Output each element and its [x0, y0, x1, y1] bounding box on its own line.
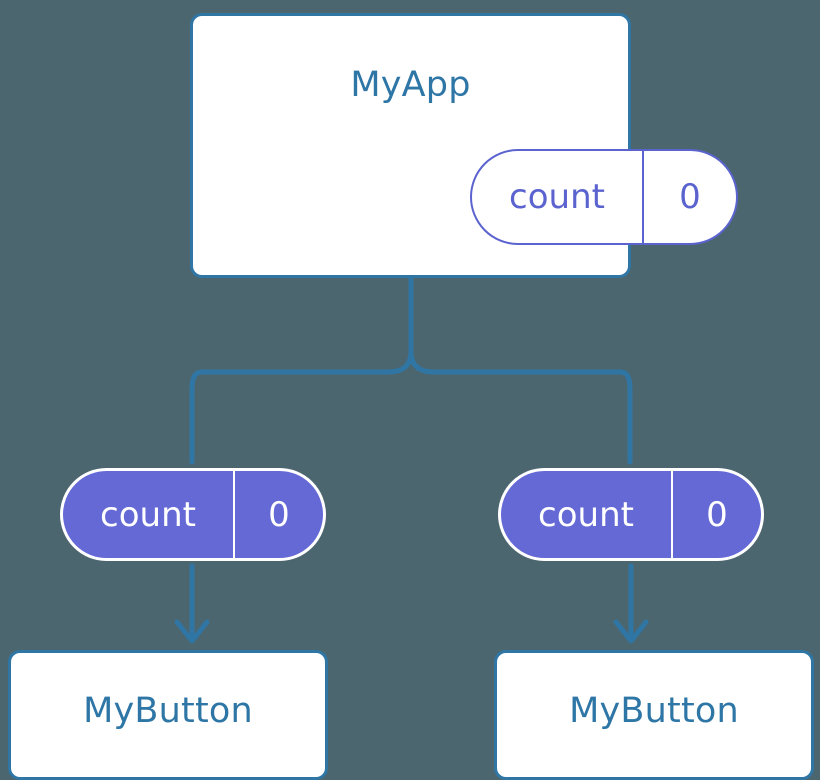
component-node-mybutton-left[interactable]: MyButton	[8, 650, 328, 780]
state-pill-branch-left-key: count	[63, 471, 235, 558]
connector-arrow-left-head	[174, 619, 210, 644]
state-pill-branch-left-value: 0	[268, 494, 290, 535]
component-title-myapp: MyApp	[350, 65, 471, 105]
connector-branch-left	[189, 348, 414, 465]
component-node-mybutton-right[interactable]: MyButton	[494, 650, 814, 780]
state-pill-branch-right-value: 0	[706, 494, 728, 535]
state-pill-root[interactable]: count 0	[470, 149, 738, 245]
component-title-mybutton-right: MyButton	[569, 691, 739, 731]
state-pill-branch-right[interactable]: count 0	[498, 468, 764, 561]
connector-arrow-right-head	[613, 619, 649, 644]
state-pill-root-value: 0	[679, 177, 701, 217]
component-title-mybutton-left: MyButton	[83, 691, 253, 731]
state-pill-branch-left[interactable]: count 0	[60, 468, 326, 561]
connector-branch-right	[408, 348, 633, 465]
state-pill-branch-right-key: count	[501, 471, 673, 558]
component-node-myapp[interactable]: MyApp count 0	[190, 13, 738, 278]
state-pill-root-key: count	[472, 151, 644, 243]
